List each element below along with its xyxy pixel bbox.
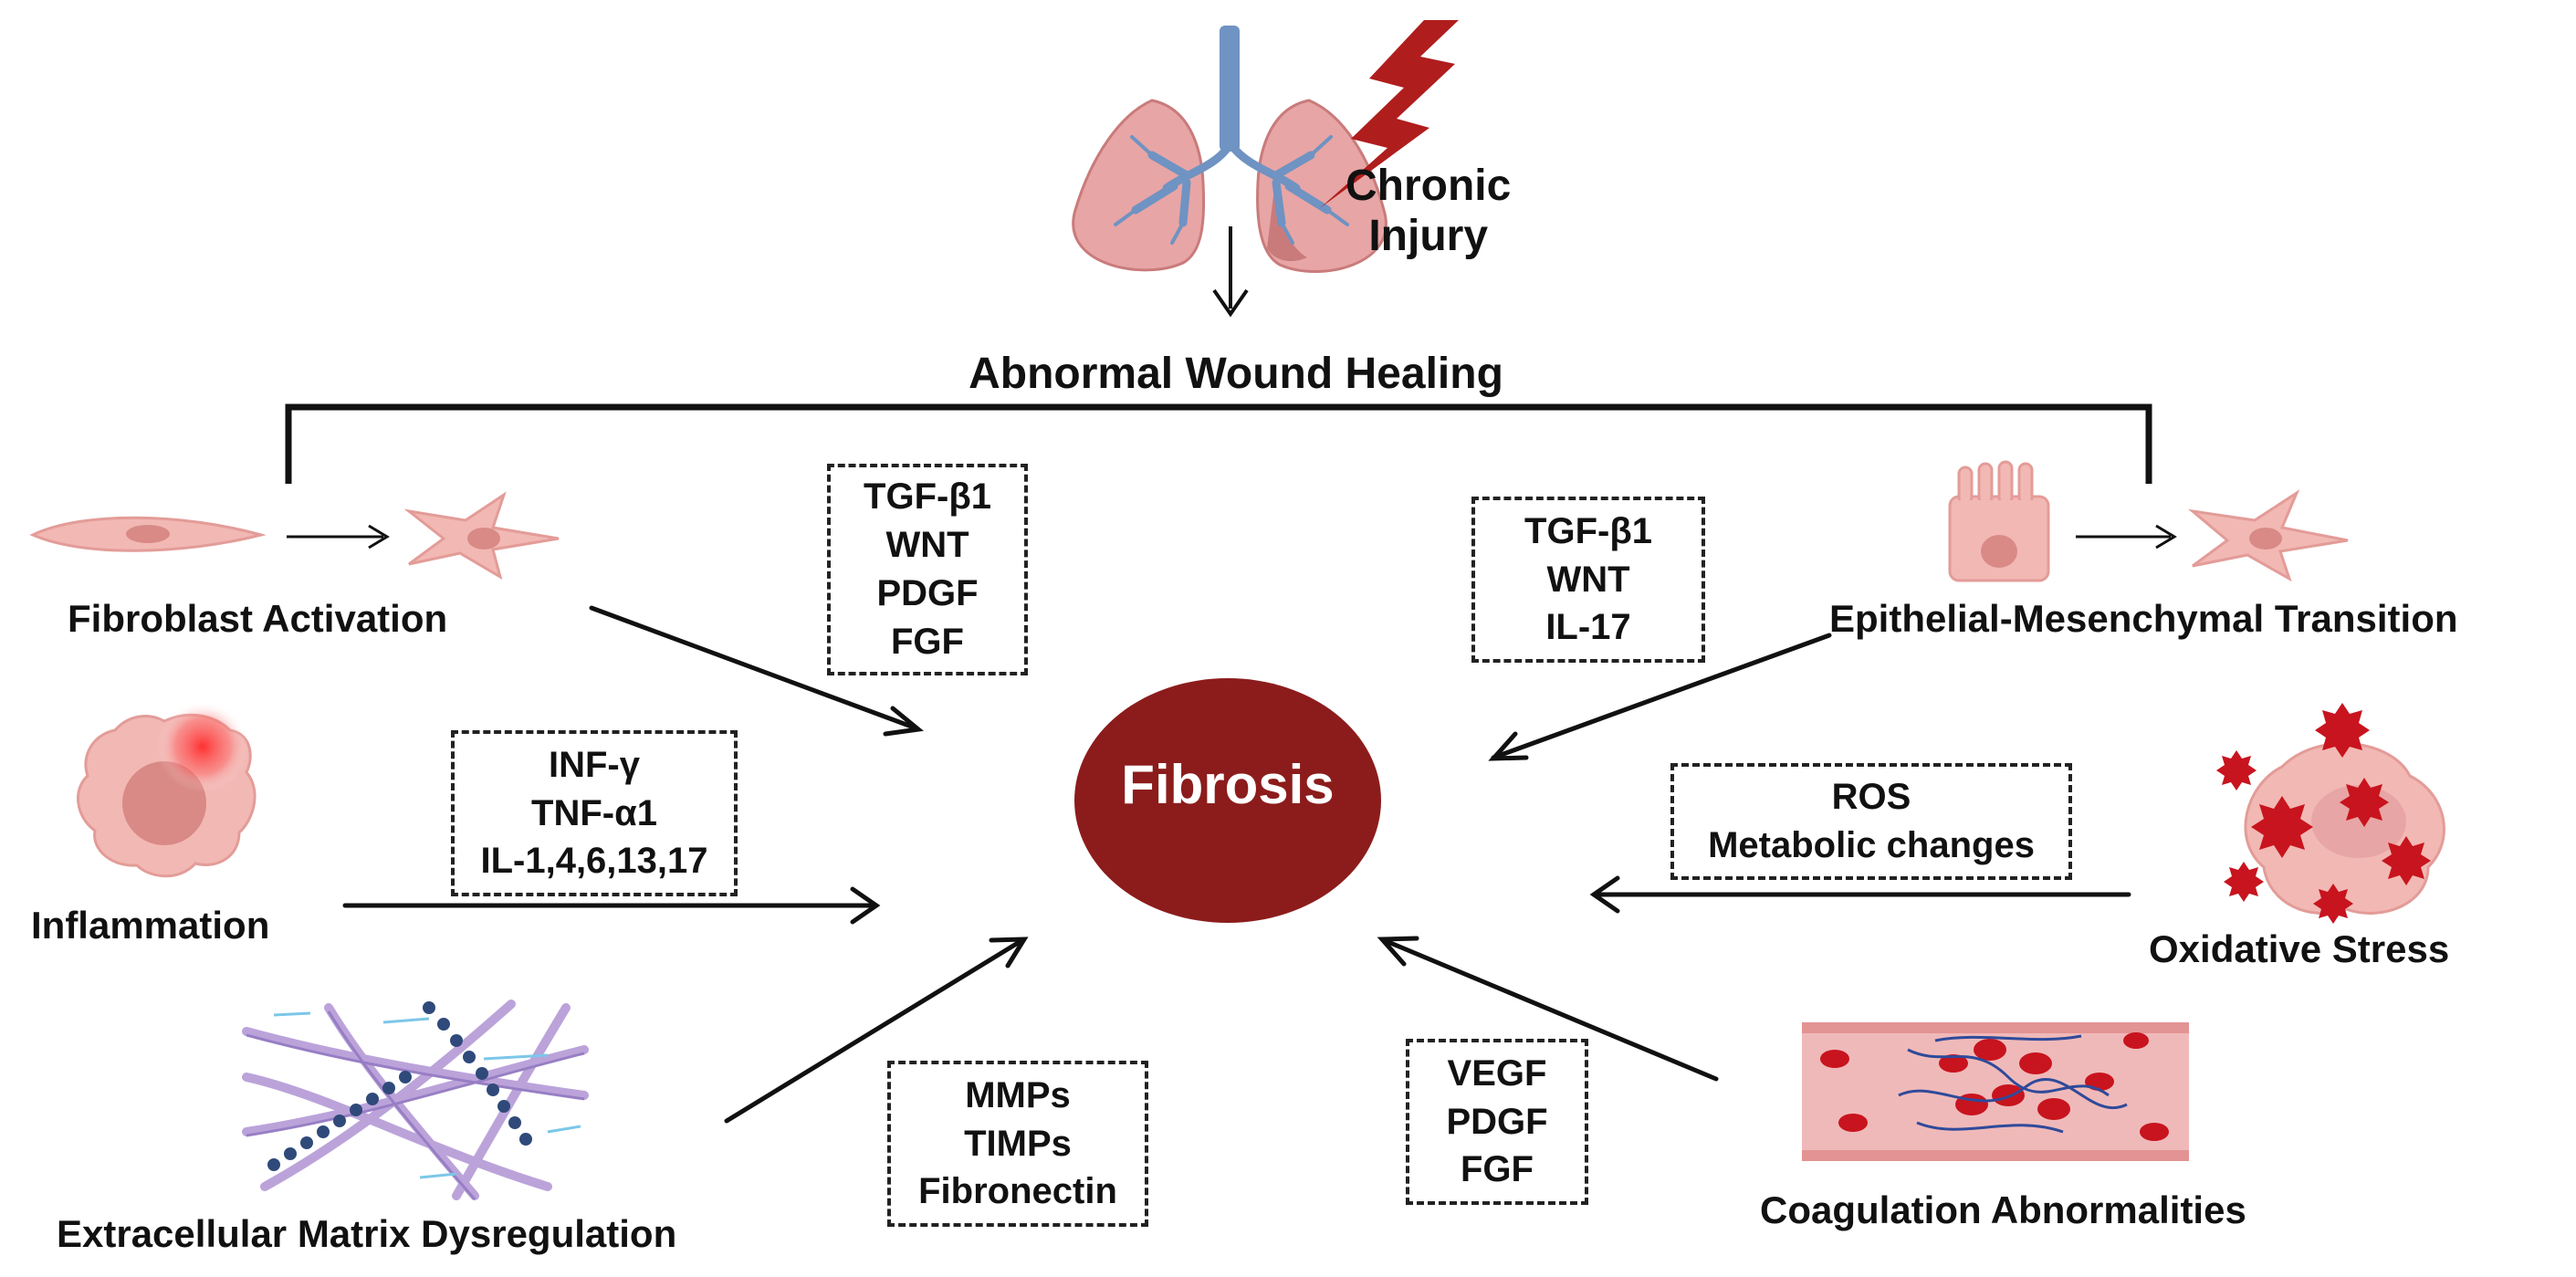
mediator-item: TGF-β1 [1524,510,1652,551]
fibroblast-label: Fibroblast Activation [68,597,448,640]
mediator-item: IL-1,4,6,13,17 [480,841,708,882]
mediator-item: TIMPs [964,1123,1072,1164]
inflammation-label: Inflammation [31,904,270,947]
lightning-bolt-icon [1320,20,1459,208]
mediator-item: TNF-α1 [531,792,657,833]
oxidative-label: Oxidative Stress [2149,927,2450,970]
epithelial-cell-icon [1948,460,2050,582]
mediator-item: TGF-β1 [864,476,991,518]
mediator-item: Metabolic changes [1708,825,2035,865]
fibrosis-circle [1074,678,1381,923]
coagulation-arrow [1381,937,1719,1082]
lungs-icon [1072,26,1387,273]
fibroblast-arrow [589,605,919,731]
mediator-item: PDGF [1446,1101,1548,1142]
coagulation-label: Coagulation Abnormalities [1760,1188,2246,1231]
mediator-item: FGF [891,621,964,662]
mediator-item: WNT [885,525,969,566]
emt-arrow [1491,633,1832,760]
myofibroblast-icon [403,491,560,581]
ecm-mediator-box: MMPs TIMPs Fibronectin [887,1061,1148,1227]
ecm-fibers-icon [242,1000,589,1200]
fibrosis-label: Fibrosis [1121,754,1335,815]
ecm-label: Extracellular Matrix Dysregulation [57,1212,677,1255]
inflammation-mediator-box: INF-γ TNF-α1 IL-1,4,6,13,17 [451,730,738,896]
stressed-cell-icon [2216,703,2445,924]
emt-label: Epithelial-Mesenchymal Transition [1829,597,2458,640]
mediator-item: ROS [1831,777,1911,818]
ecm-arrow [724,937,1025,1124]
macrophage-icon [77,701,257,878]
fibroblast-mediator-box: TGF-β1 WNT PDGF FGF [827,464,1028,675]
injury-label-line2: Injury [1368,212,1489,261]
mesenchymal-cell-icon [2187,489,2349,582]
mediator-item: IL-17 [1545,607,1631,648]
emt-mediator-box: TGF-β1 WNT IL-17 [1471,497,1705,663]
healing-bracket [285,403,2152,484]
healing-label: Abnormal Wound Healing [969,350,1503,398]
mediator-item: INF-γ [549,744,640,785]
blood-vessel-clot-icon [1802,1022,2189,1161]
spindle-fibroblast-icon [29,516,267,552]
mediator-item: MMPs [965,1074,1071,1115]
mediator-item: FGF [1461,1149,1534,1190]
injury-label: Chronic Injury [1346,161,1511,261]
coagulation-mediator-box: VEGF PDGF FGF [1406,1039,1588,1205]
mediator-item: WNT [1546,559,1630,600]
mediator-item: VEGF [1447,1052,1547,1094]
injury-label-line1: Chronic [1346,162,1512,210]
mediator-item: Fibronectin [918,1171,1117,1212]
oxidative-mediator-box: ROS Metabolic changes [1670,763,2072,880]
mediator-item: PDGF [876,573,979,613]
